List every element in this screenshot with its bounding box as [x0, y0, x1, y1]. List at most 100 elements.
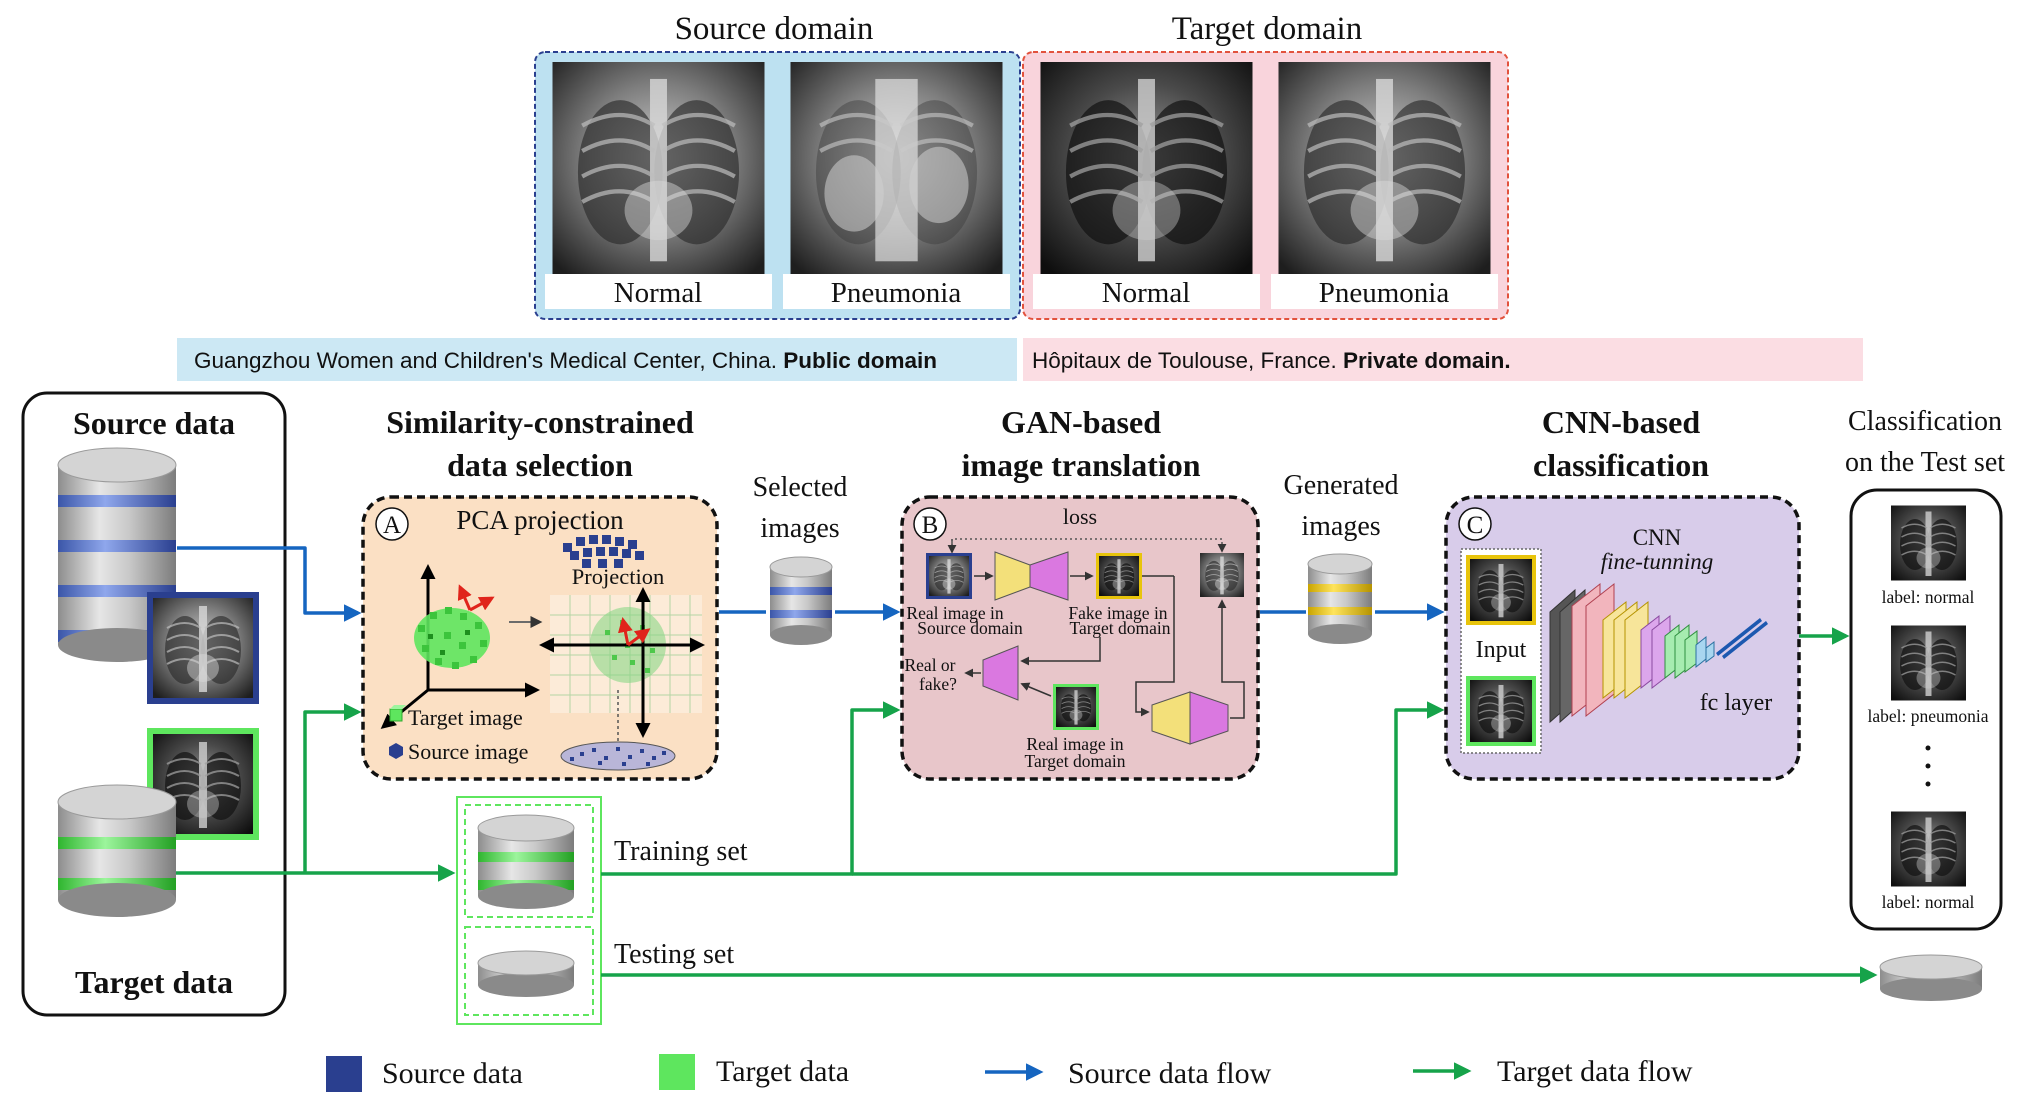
generated-images-line1: Generated: [1283, 470, 1398, 501]
source-pneumonia-xray: [791, 62, 1003, 274]
fc-layer-label: fc layer: [1700, 690, 1773, 716]
result-label-2: label: pneumonia: [1867, 706, 1988, 726]
testing-set-database-icon: [477, 950, 575, 997]
input-xray-top: [1466, 555, 1536, 625]
result-xray-2: [1891, 624, 1966, 702]
stage-a-title-line2: data selection: [447, 447, 633, 483]
testing-set-frame: [464, 926, 594, 1016]
target-normal-label: Normal: [1102, 277, 1191, 309]
target-image-legend-icon: [389, 705, 406, 722]
source-points-cluster: [563, 535, 644, 568]
legend-source-flow-label: Source data flow: [1068, 1057, 1272, 1090]
source-image-legend-icon: [389, 743, 403, 759]
fake-to-discriminator-arrow: [1020, 637, 1101, 666]
source-projected-disc: [560, 741, 676, 771]
source-institution-text: Guangzhou Women and Children's Medical C…: [194, 348, 937, 373]
fake-to-backward-path: [1135, 576, 1175, 717]
stage-c-title-line1: CNN-based: [1542, 404, 1700, 440]
finetune-label: fine-tunning: [1601, 549, 1713, 574]
source-image-legend-label: Source image: [408, 739, 528, 764]
legend-target-flow-label: Target data flow: [1497, 1055, 1693, 1088]
pca-principal-axes: [457, 584, 495, 612]
target-domain-section: Target domain Normal Pneumonia: [1022, 11, 1509, 320]
training-to-stage-b-arrow: [601, 701, 901, 876]
stage-b-title-line2: image translation: [961, 447, 1200, 483]
real-source-xray: [926, 553, 972, 599]
real-target-to-discriminator-arrow: [1020, 682, 1052, 697]
source-normal-label: Normal: [614, 277, 703, 309]
real-or-fake-line1: Real or: [904, 655, 955, 675]
cnn-label: CNN: [1633, 525, 1682, 550]
training-to-stage-c-arrow: [852, 701, 1445, 876]
stage-c-title-line2: classification: [1533, 447, 1709, 483]
source-pneumonia-label: Pneumonia: [831, 277, 962, 309]
selected-images-line1: Selected: [753, 472, 848, 503]
result-xray-3: [1891, 810, 1966, 888]
target-image-legend-label: Target image: [408, 705, 523, 730]
source-institution-banner: [177, 338, 1017, 381]
source-pneumonia-caption-box: [783, 274, 1010, 309]
reconstructed-xray: [1200, 553, 1244, 597]
real-source-caption-line1: Real image in: [906, 603, 1003, 623]
generator-forward-icon: [994, 551, 1069, 601]
loss-label: loss: [1063, 504, 1097, 529]
stage-b-badge-circle: [913, 507, 947, 541]
target-to-stage-a-arrow: [303, 703, 362, 873]
fake-target-caption-line2: Target domain: [1070, 618, 1171, 638]
target-pneumonia-xray: [1279, 62, 1491, 274]
source-sample-xray: [147, 592, 259, 704]
pca-projection-label: PCA projection: [456, 505, 624, 535]
training-set-frame: [464, 804, 594, 918]
target-domain-title: Target domain: [1172, 11, 1362, 47]
target-data-title: Target data: [75, 964, 233, 1000]
cnn-architecture-icon: [1549, 582, 1768, 724]
stage-b-title-line1: GAN-based: [1001, 404, 1161, 440]
real-target-caption-line2: Target domain: [1025, 751, 1126, 771]
legend-source-data-label: Source data: [382, 1057, 523, 1090]
stage-b-badge: B: [922, 512, 939, 539]
real-target-caption-line1: Real image in: [1026, 734, 1123, 754]
target-normal-caption-box: [1033, 274, 1260, 309]
training-set-label: Training set: [614, 836, 748, 867]
target-flow-arrows: [176, 627, 1878, 984]
real-target-xray: [1053, 684, 1099, 730]
selected-images-line2: images: [760, 513, 839, 544]
test-set-output-database-icon: [1879, 954, 1983, 1001]
source-to-stage-a-arrow: [177, 546, 362, 622]
training-set-database-icon: [477, 814, 575, 909]
projection-label: Projection: [572, 564, 664, 589]
stage-c-section: CNN-based classification C Input CNN fin…: [1444, 404, 1801, 781]
selected-images-database-icon: [769, 556, 833, 645]
stage-a-title-line1: Similarity-constrained: [386, 404, 694, 440]
real-or-fake-line2: fake?: [919, 674, 957, 694]
stage-a-section: Similarity-constrained data selection A …: [361, 404, 719, 781]
source-data-title: Source data: [73, 405, 235, 441]
legend-source-data-swatch: [326, 1056, 362, 1092]
data-panel: Source data Target data: [21, 391, 287, 1017]
source-normal-caption-box: [545, 274, 772, 309]
generated-images-line2: images: [1301, 511, 1380, 542]
fake-target-caption-line1: Fake image in: [1068, 603, 1167, 623]
legend-target-data-label: Target data: [716, 1055, 849, 1088]
legend-target-data-swatch: [659, 1054, 695, 1090]
stage-b-section: GAN-based image translation B loss Real …: [900, 404, 1260, 781]
results-title-line2: on the Test set: [1845, 447, 2005, 478]
stage-c-badge-circle: [1458, 507, 1492, 541]
input-xray-bottom: [1466, 676, 1536, 746]
stage-a-badge: A: [383, 512, 401, 539]
source-domain-title: Source domain: [675, 11, 874, 47]
result-label-3: label: normal: [1882, 892, 1975, 912]
stage-c-badge: C: [1467, 512, 1484, 539]
result-ellipsis: [1925, 745, 1931, 787]
source-normal-xray: [553, 62, 765, 274]
discriminator-icon: [982, 645, 1019, 701]
split-outer-frame: [456, 796, 602, 1025]
results-title-line1: Classification: [1848, 406, 2002, 437]
result-xray-1: [1891, 504, 1966, 582]
input-label: Input: [1476, 637, 1527, 663]
stage-a-badge-circle: [375, 507, 409, 541]
generated-images-database-icon: [1307, 553, 1373, 644]
source-domain-section: Source domain Normal Pneumonia: [534, 11, 1021, 320]
target-institution-banner: [1023, 338, 1863, 381]
